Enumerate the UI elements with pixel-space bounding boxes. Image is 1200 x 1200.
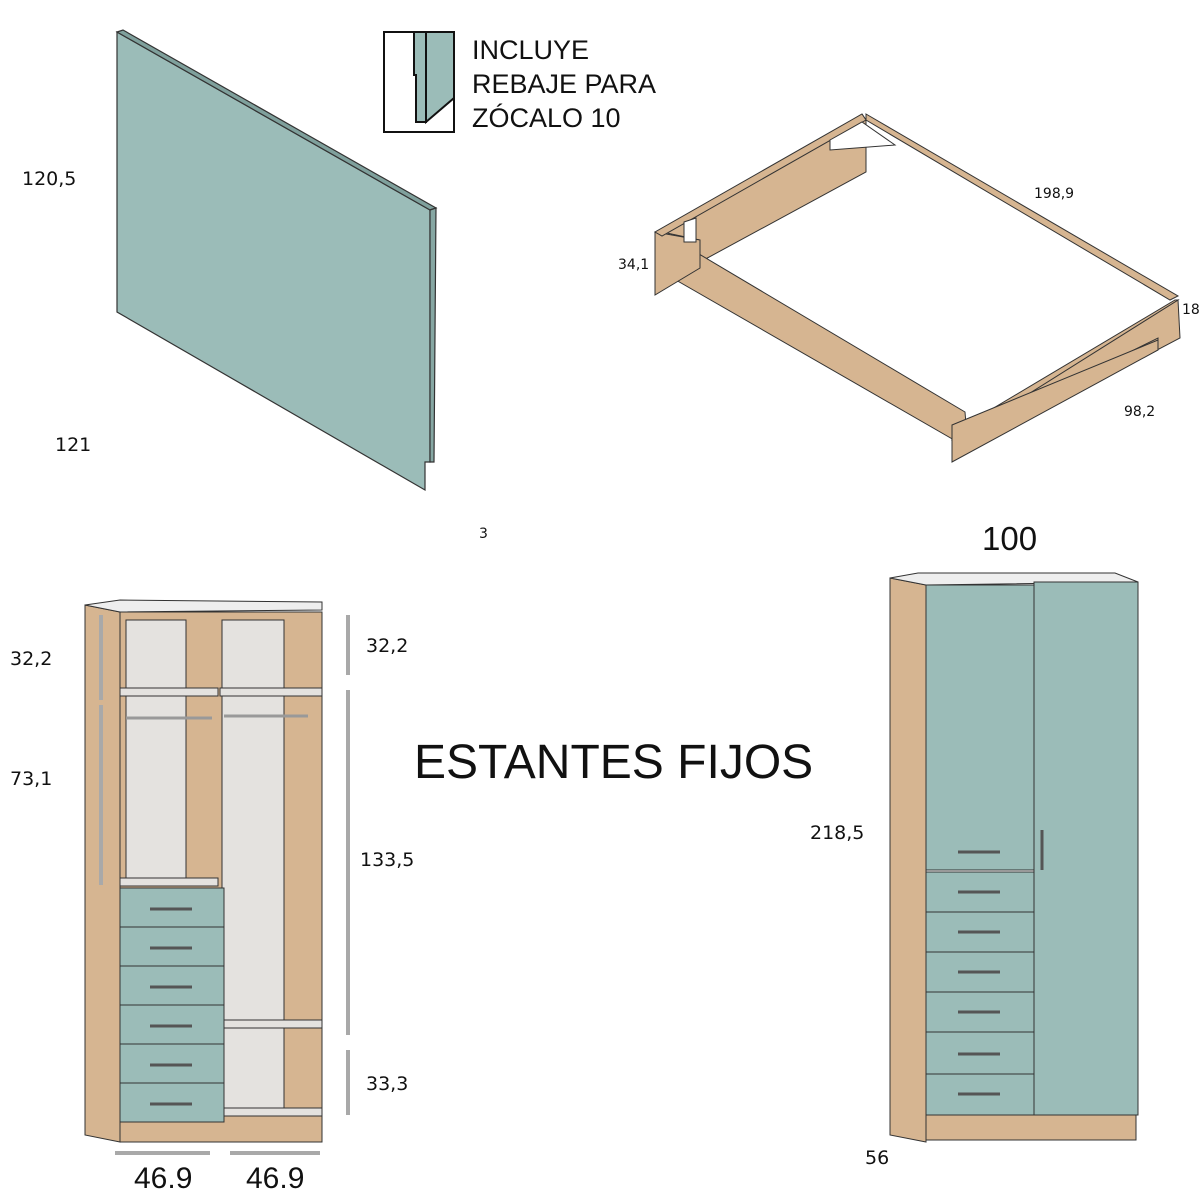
width-right-label: 46.9	[246, 1162, 305, 1195]
right-top-label: 32,2	[366, 635, 409, 657]
bed-side-label: 18	[1182, 302, 1200, 318]
wardrobe-height-label: 218,5	[810, 822, 865, 844]
left-middle-label: 73,1	[10, 768, 53, 790]
width-left-label: 46.9	[134, 1162, 193, 1195]
bed-length-label: 198,9	[1034, 186, 1075, 202]
headboard-depth-label: 3	[479, 526, 488, 542]
section-title: ESTANTES FIJOS	[414, 736, 814, 789]
wardrobe-depth-label: 56	[865, 1147, 890, 1169]
headboard-panel	[115, 29, 438, 492]
bed-frame	[653, 113, 1181, 463]
right-bottom-label: 33,3	[366, 1073, 409, 1095]
rebate-note: INCLUYE REBAJE PARA ZÓCALO 10	[472, 33, 656, 135]
bed-width-label: 98,2	[1124, 404, 1156, 420]
note-line-3: ZÓCALO 10	[472, 103, 621, 133]
left-top-label: 32,2	[10, 648, 53, 670]
rebate-profile-icon	[383, 31, 455, 133]
note-line-2: REBAJE PARA	[472, 69, 657, 99]
headboard-height-label: 120,5	[22, 168, 77, 190]
wardrobe-width-label: 100	[982, 520, 1038, 557]
note-line-1: INCLUYE	[472, 35, 590, 65]
headboard-width-label: 121	[55, 434, 92, 456]
open-wardrobe	[84, 599, 323, 1143]
right-middle-label: 133,5	[360, 849, 415, 871]
dimension-arrows	[99, 615, 350, 1155]
closed-wardrobe	[889, 572, 1139, 1143]
bed-height-label: 34,1	[618, 257, 650, 273]
